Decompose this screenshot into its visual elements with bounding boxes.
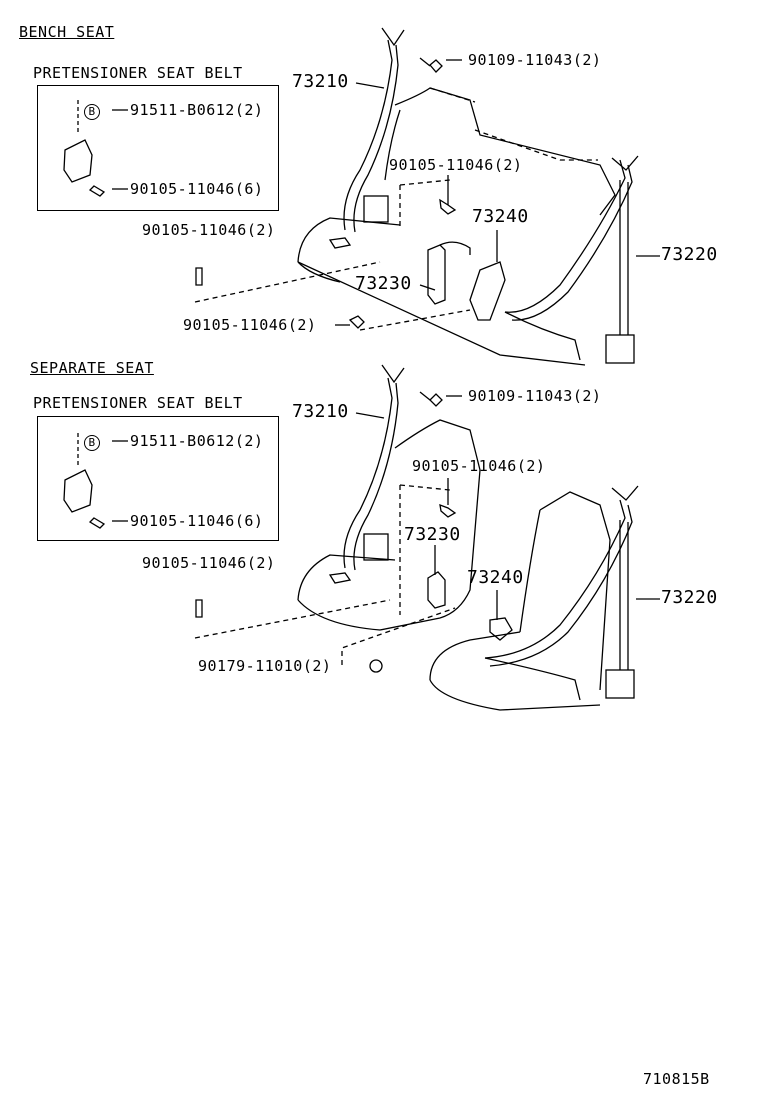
figure-code: 710815B	[643, 1070, 710, 1088]
separate-box-bolt-label: 90105-11046(6)	[130, 512, 264, 530]
separate-part-90179: 90179-11010(2)	[198, 657, 332, 675]
bench-pretensioner-box	[37, 85, 279, 211]
bench-box-part-b-code: 91511-B0612(2)	[130, 101, 264, 119]
separate-part-90105-upper: 90105-11046(2)	[412, 457, 546, 475]
bench-seat-title: BENCH SEAT	[19, 23, 115, 41]
separate-part-73240: 73240	[467, 567, 524, 588]
bench-box-bolt-label: 90105-11046(6)	[130, 180, 264, 198]
bench-box-part-b: B	[84, 101, 100, 120]
bench-part-73220: 73220	[661, 244, 718, 265]
separate-pretensioner-title: PRETENSIONER SEAT BELT	[33, 394, 243, 412]
separate-part-90109: 90109-11043(2)	[468, 387, 602, 405]
bench-pretensioner-title: PRETENSIONER SEAT BELT	[33, 64, 243, 82]
separate-seat-title: SEPARATE SEAT	[30, 359, 154, 377]
bench-part-90105-upper: 90105-11046(2)	[389, 156, 523, 174]
separate-part-73210: 73210	[292, 401, 349, 422]
separate-part-73230: 73230	[404, 524, 461, 545]
separate-part-90105-left: 90105-11046(2)	[142, 554, 276, 572]
bench-part-90105-bottom: 90105-11046(2)	[183, 316, 317, 334]
bench-part-73210: 73210	[292, 71, 349, 92]
separate-box-part-b-code: 91511-B0612(2)	[130, 432, 264, 450]
bench-part-73230: 73230	[355, 273, 412, 294]
b-marker-icon: B	[84, 104, 100, 120]
bench-part-73240: 73240	[472, 206, 529, 227]
separate-pretensioner-box	[37, 416, 279, 541]
separate-part-73220: 73220	[661, 587, 718, 608]
bench-part-90109: 90109-11043(2)	[468, 51, 602, 69]
b-marker-icon: B	[84, 435, 100, 451]
separate-box-part-b: B	[84, 432, 100, 451]
bench-part-90105-left: 90105-11046(2)	[142, 221, 276, 239]
